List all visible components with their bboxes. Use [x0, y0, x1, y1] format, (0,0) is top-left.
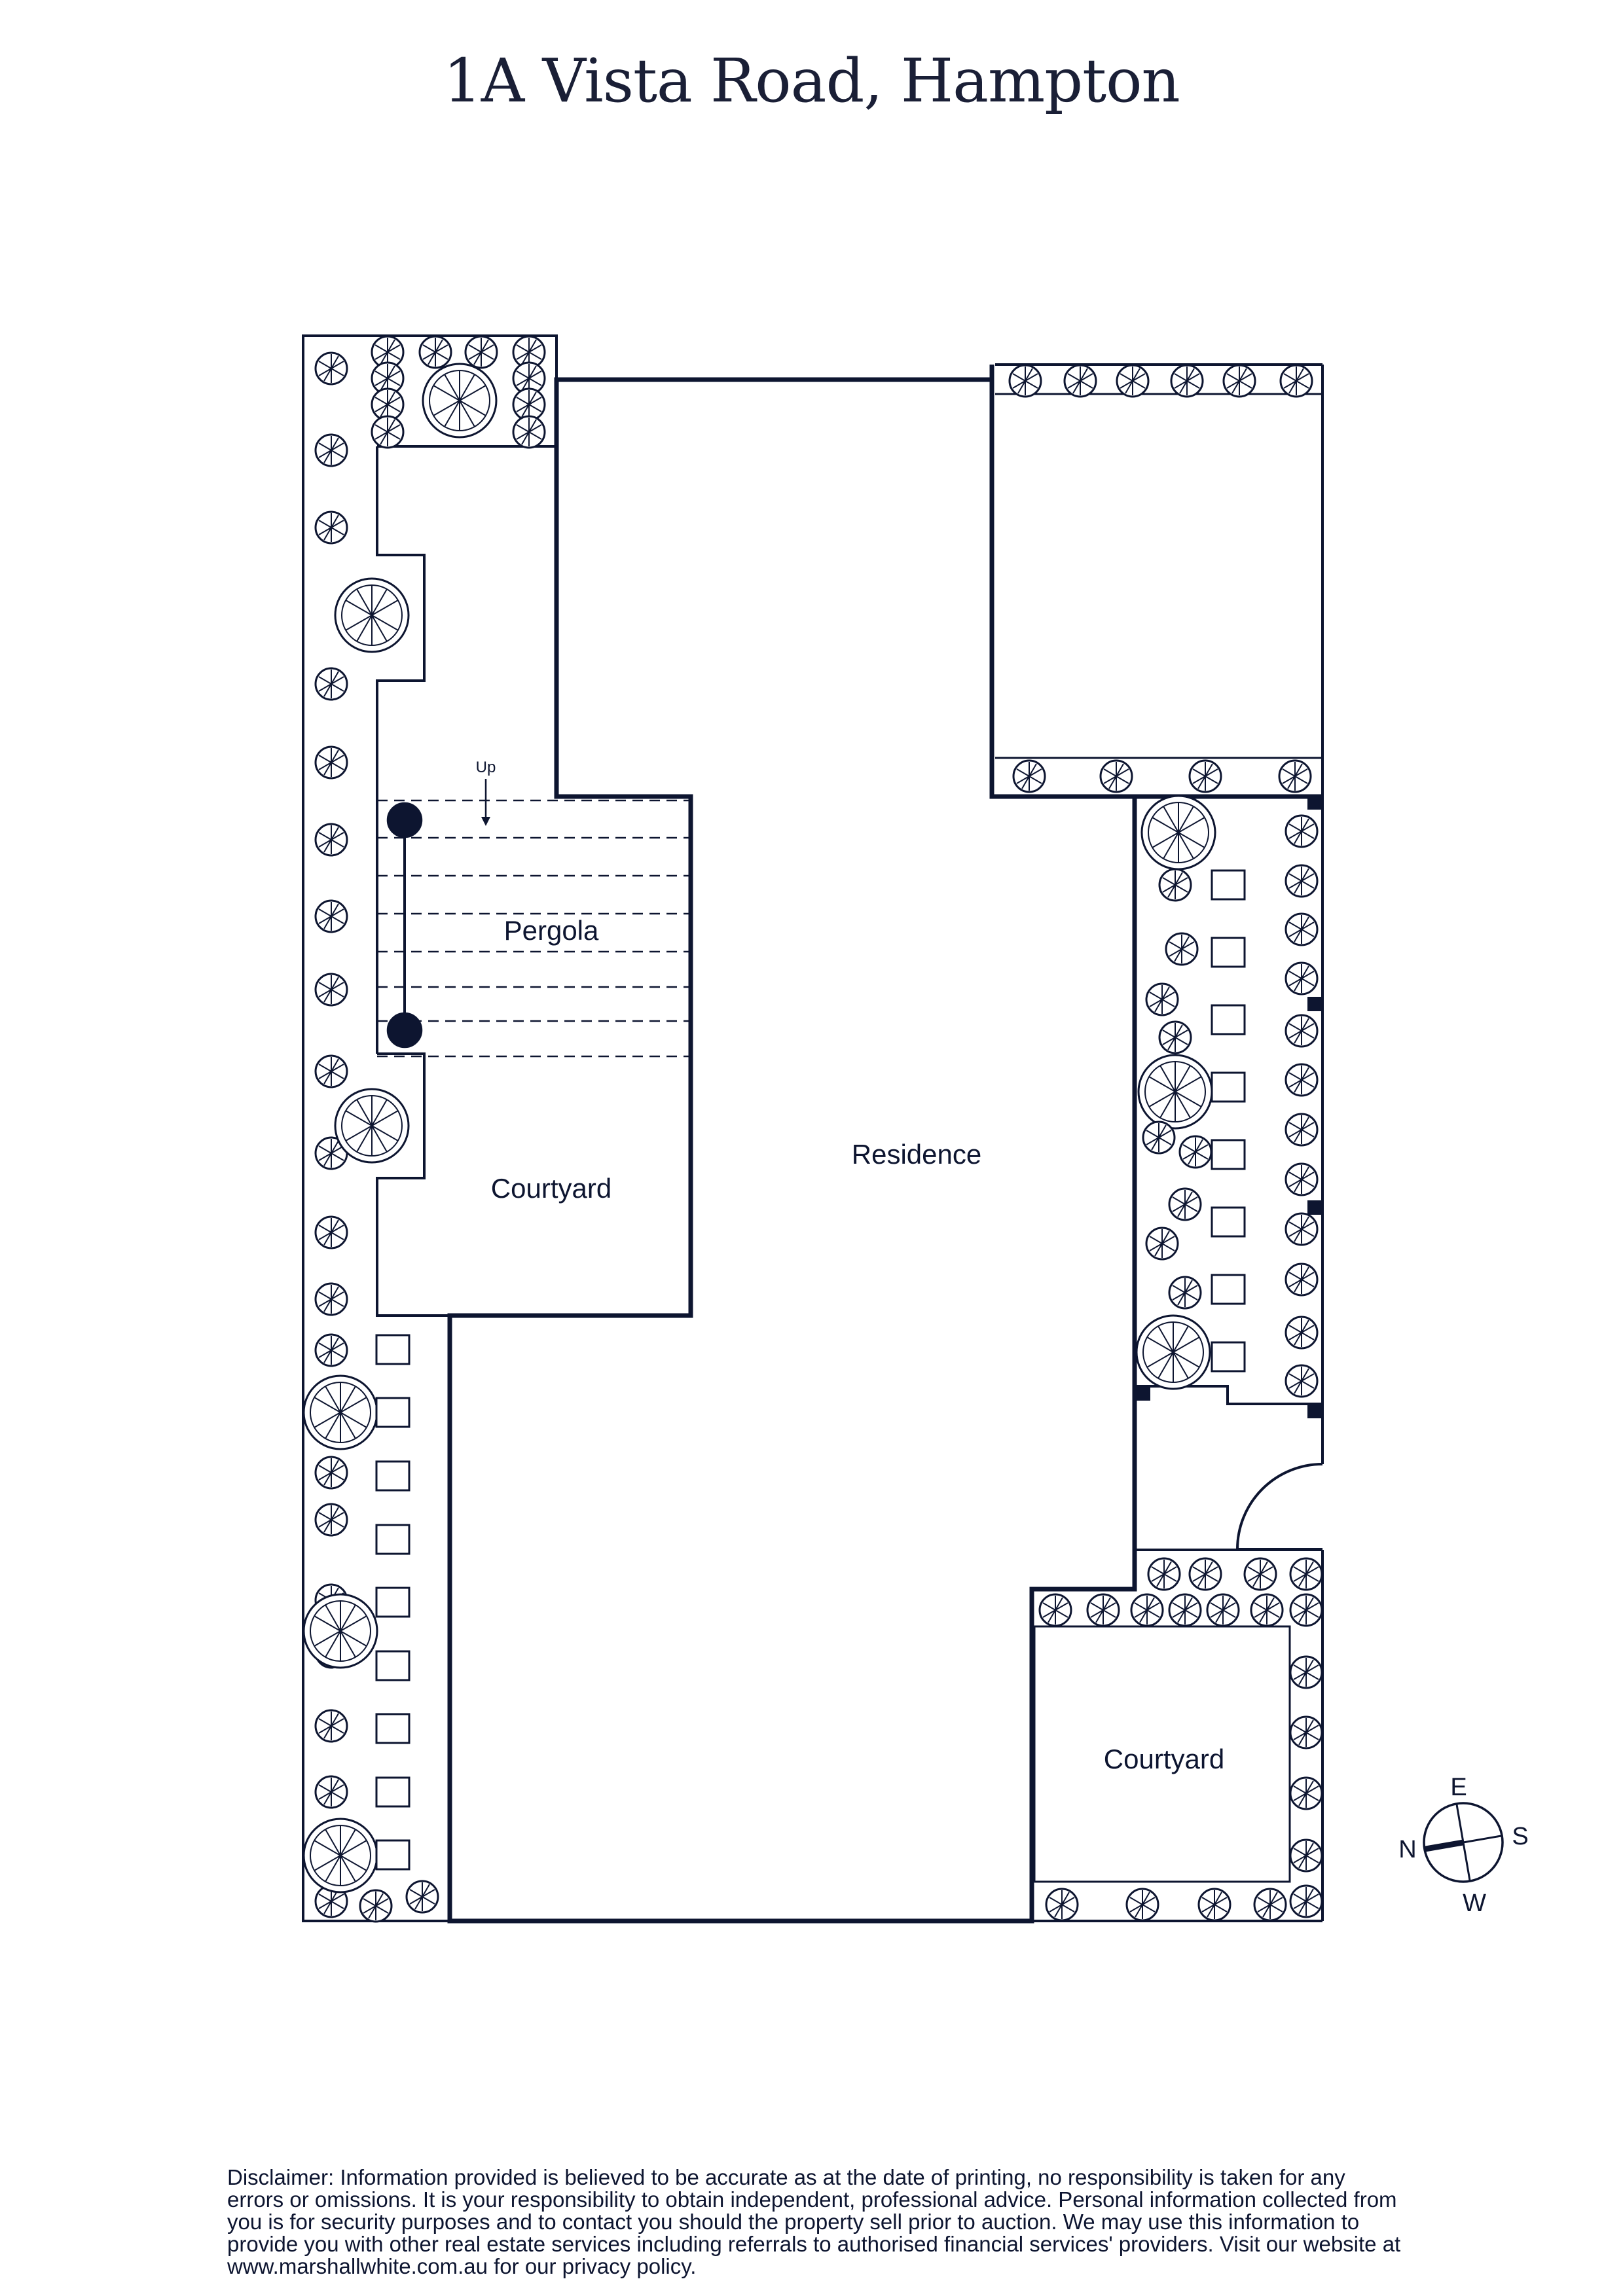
courtyard-right-label: Courtyard: [1104, 1744, 1224, 1774]
compass-north-arrow: [1425, 1839, 1464, 1852]
garage-area: [989, 363, 1324, 799]
garage-plants: [1008, 364, 1313, 793]
page-title: 1A Vista Road, Hampton: [443, 46, 1180, 116]
residence-outline: [447, 377, 1137, 1924]
pergola-structure: [377, 779, 691, 1058]
pillars: [1136, 795, 1322, 1418]
compass-north: N: [1398, 1836, 1416, 1863]
compass-south: S: [1512, 1823, 1528, 1850]
compass-east: E: [1450, 1774, 1467, 1801]
pergola-label: Pergola: [504, 915, 599, 946]
compass: [1423, 1802, 1504, 1883]
compass-west: W: [1463, 1890, 1486, 1917]
disclaimer-text: Disclaimer: Information provided is beli…: [227, 2165, 1401, 2278]
residence-label: Residence: [852, 1139, 981, 1170]
stairs-up-label: Up: [476, 759, 496, 776]
courtyard-right-box: [1033, 1625, 1291, 1883]
left-garden-boundary: [302, 334, 558, 1922]
side-path-plants: [1135, 795, 1323, 1591]
courtyard-left-label: Courtyard: [491, 1173, 611, 1204]
